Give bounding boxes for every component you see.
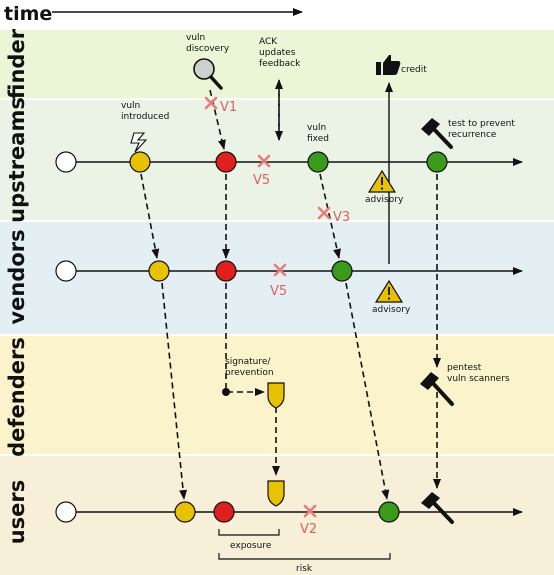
ack-label: feedback: [259, 59, 301, 69]
arrow-fixed-up-to-vendor: [319, 173, 341, 259]
hammer-icon: [421, 492, 454, 524]
vendor-fixed-circle: [331, 260, 353, 282]
vendor-start-circle: [55, 260, 77, 282]
warning-icon: [367, 169, 397, 193]
shield-icon: [267, 480, 285, 507]
lightning-icon: [130, 132, 148, 153]
vuln-discovery-label: vuln: [186, 33, 205, 43]
test-label: test to prevent: [448, 119, 515, 129]
flow-arrows: [140, 79, 441, 500]
exposure-label: exposure: [230, 541, 272, 551]
lane-label-users: users: [5, 480, 29, 545]
lane-label-finder: finder: [5, 28, 29, 99]
arrow-intro-vendor-to-user: [161, 282, 188, 500]
version-label-v3: V3: [333, 210, 350, 225]
upstream-start-circle: [55, 151, 77, 173]
signature-label: signature/: [225, 357, 271, 367]
thumbs-up-icon: [376, 55, 401, 75]
ack-label: updates: [259, 48, 296, 58]
pentest-label: vuln scanners: [447, 374, 510, 384]
lane-label-vendors: vendors: [5, 229, 29, 324]
upstream-introduced-circle: [129, 151, 151, 173]
user-fixed-circle: [378, 501, 400, 523]
upstream-discovered-circle: [215, 151, 237, 173]
x-mark-v2: [303, 504, 317, 518]
upstream-fixed-circle: [307, 151, 329, 173]
vuln-discovery-label: discovery: [186, 44, 230, 54]
vuln-introduced-label: introduced: [121, 112, 169, 122]
defender-start-dot: [222, 388, 230, 396]
x-mark-v1: [204, 96, 218, 110]
advisory-vendor-label: advisory: [372, 305, 411, 315]
lane-bg-upstreams: [0, 100, 554, 220]
vuln-introduced-label: vuln: [121, 101, 140, 111]
lane-bg-vendors: [0, 222, 554, 334]
shield-icon: [267, 382, 285, 409]
pentest-label: pentest: [447, 363, 482, 373]
vendor-introduced-circle: [148, 260, 170, 282]
risk-label: risk: [296, 564, 313, 574]
credit-label: credit: [401, 65, 427, 75]
x-mark-v5-upstream: [257, 154, 271, 168]
x-marks: [204, 96, 331, 518]
ack-label: ACK: [259, 37, 278, 47]
arrow-fixed-vendor-to-user: [345, 282, 390, 500]
arrow-intro-up-to-vendor: [140, 173, 160, 259]
time-label: time: [4, 3, 52, 25]
advisory-upstream-label: advisory: [365, 195, 404, 205]
vuln-fixed-label: fixed: [307, 134, 329, 144]
vendor-discovered-circle: [215, 260, 237, 282]
lane-label-upstreams: upstreams: [5, 97, 29, 223]
version-label-v1: V1: [220, 100, 237, 115]
signature-label: prevention: [225, 368, 274, 378]
version-label-v2: V2: [300, 522, 317, 537]
hammer-icon: [420, 372, 454, 406]
version-label-v5-upstream: V5: [253, 173, 270, 188]
magnifier-icon: [193, 58, 223, 90]
lane-bg-users: [0, 456, 554, 575]
upstream-test-circle: [426, 151, 448, 173]
user-start-circle: [55, 501, 77, 523]
warning-icon: [374, 279, 404, 303]
arrow-discovered-vendor-to-defender: [225, 283, 265, 396]
x-mark-v3: [317, 206, 331, 220]
test-label: recurrence: [448, 130, 497, 140]
user-introduced-circle: [174, 501, 196, 523]
x-mark-v5-vendor: [273, 263, 287, 277]
hammer-icon: [421, 118, 453, 149]
version-label-v5-vendor: V5: [270, 284, 287, 299]
exposure-bracket: [218, 529, 280, 536]
vuln-fixed-label: vuln: [307, 123, 326, 133]
risk-bracket: [218, 553, 391, 560]
lane-label-defenders: defenders: [5, 337, 29, 457]
user-discovered-circle: [213, 501, 235, 523]
